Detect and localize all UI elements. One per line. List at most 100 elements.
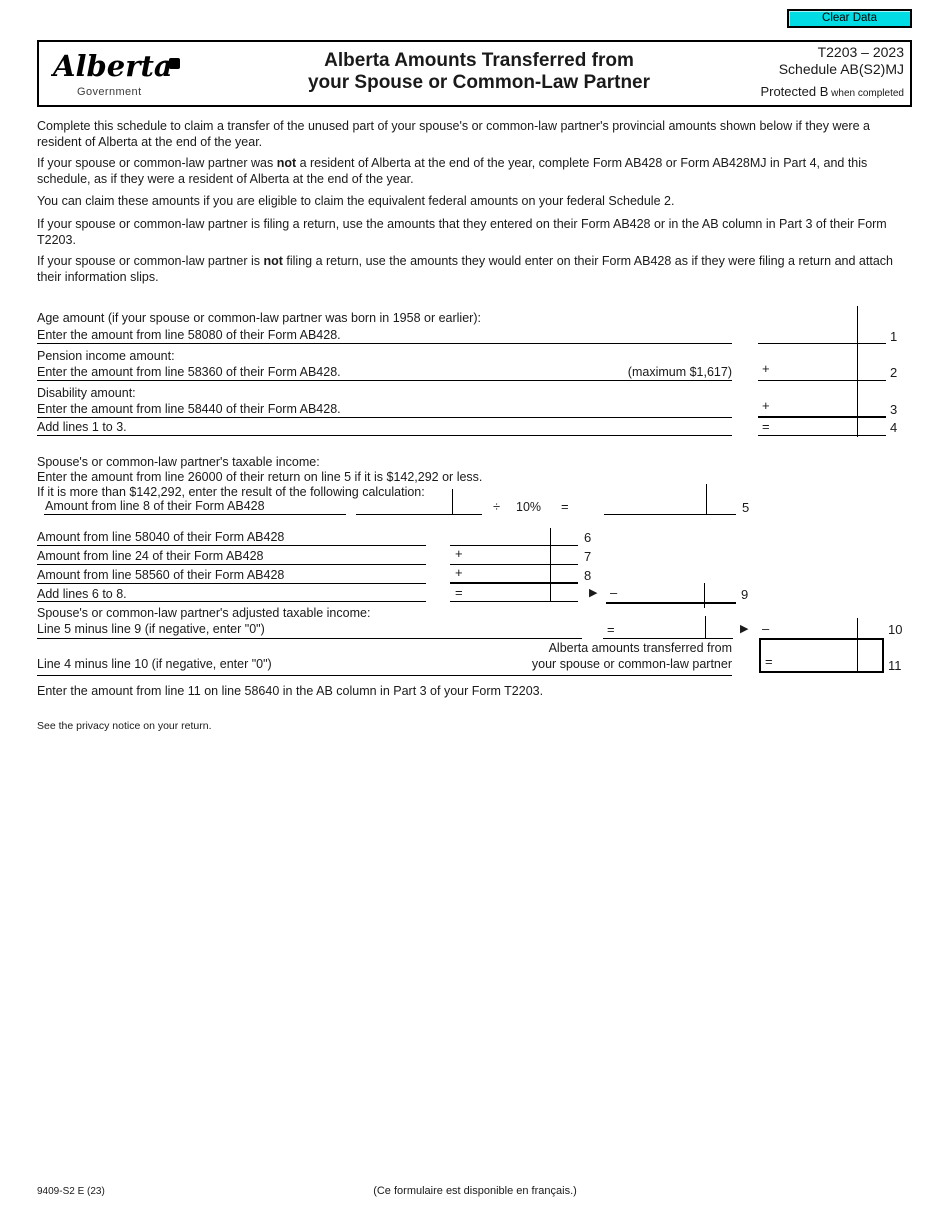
line2-title: Pension income amount: xyxy=(37,349,175,363)
line11-number: 11 xyxy=(888,658,902,673)
line2-plus-sign: + xyxy=(762,361,770,376)
line8-plus-sign: + xyxy=(455,565,463,580)
when-completed-text: when completed xyxy=(828,88,904,99)
clear-data-button[interactable]: Clear Data xyxy=(787,9,912,28)
line5-desc2: If it is more than $142,292, enter the r… xyxy=(37,485,425,499)
line11-cents-separator xyxy=(857,640,858,673)
privacy-note: See the privacy notice on your return. xyxy=(37,720,212,732)
line4-amount-rule xyxy=(758,435,886,436)
line3-amount-field[interactable] xyxy=(775,399,886,416)
line11-amount-field[interactable] xyxy=(776,642,855,671)
form-title-line1: Alberta Amounts Transferred from xyxy=(324,50,634,71)
line11-label-rule xyxy=(37,675,732,676)
line6-amount-rule xyxy=(450,545,578,546)
line10-desc: Line 5 minus line 9 (if negative, enter … xyxy=(37,622,265,636)
line9-amount-field[interactable] xyxy=(622,585,734,602)
line2-amount-field[interactable] xyxy=(775,362,886,380)
intro-p5-text: If your spouse or common-law partner is xyxy=(37,254,264,268)
line9-label: Add lines 6 to 8. xyxy=(37,587,127,601)
line10-arrow-icon: ▶ xyxy=(740,623,749,635)
line3-desc: Enter the amount from line 58440 of thei… xyxy=(37,402,341,416)
line11-result-label2: your spouse or common-law partner xyxy=(531,657,732,671)
line10-minus-sign: – xyxy=(762,621,770,636)
intro-paragraph-2: If your spouse or common-law partner was… xyxy=(37,156,915,187)
line2-maximum: (maximum $1,617) xyxy=(627,365,732,379)
line10-subtotal-rule xyxy=(603,638,733,639)
enter-line11-note: Enter the amount from line 11 on line 58… xyxy=(37,684,544,698)
line5-calc-cents-separator xyxy=(452,489,453,514)
line3-label-rule xyxy=(37,417,732,418)
protected-b-text: Protected B xyxy=(760,84,829,99)
form-title-line2: your Spouse or Common-Law Partner xyxy=(307,72,651,93)
line2-amount-rule xyxy=(758,380,886,381)
line1-title: Age amount (if your spouse or common-law… xyxy=(37,311,481,325)
line5-label: Amount from line 8 of their Form AB428 xyxy=(45,499,265,513)
line3-title: Disability amount: xyxy=(37,386,136,400)
line5-amount-rule xyxy=(604,514,736,515)
line1-amount-rule xyxy=(758,343,886,344)
line11-desc: Line 4 minus line 10 (if negative, enter… xyxy=(37,657,272,671)
alberta-logo-script: Alberta xyxy=(51,49,173,83)
alberta-logo: Alberta xyxy=(51,49,180,83)
line6-label: Amount from line 58040 of their Form AB4… xyxy=(37,530,285,544)
line7-amount-field[interactable] xyxy=(468,547,578,564)
line4-equals-sign: = xyxy=(762,419,770,434)
alberta-logo-mark xyxy=(169,58,180,69)
line10-amount-field[interactable] xyxy=(775,620,883,638)
intro-paragraph-3: You can claim these amounts if you are e… xyxy=(37,194,675,208)
line5-divide-sign: ÷ xyxy=(493,499,501,514)
line1-desc: Enter the amount from line 58080 of thei… xyxy=(37,328,341,342)
form-code: T2203 – 2023 xyxy=(817,44,904,60)
form-header: Alberta Government Alberta Amounts Trans… xyxy=(37,40,912,107)
line8-amount-field[interactable] xyxy=(468,565,578,582)
line5-number: 5 xyxy=(742,500,750,515)
line11-equals-sign: = xyxy=(765,654,773,669)
intro-paragraph-5: If your spouse or common-law partner is … xyxy=(37,254,915,285)
line9-label-rule xyxy=(37,601,426,602)
line5-cents-separator xyxy=(706,484,707,514)
line6-amount-field[interactable] xyxy=(450,528,578,545)
line7-number: 7 xyxy=(584,549,592,564)
line11-result-box xyxy=(759,638,884,673)
line5-label-rule xyxy=(44,514,346,515)
line10-cents-separator xyxy=(857,618,858,638)
line1-amount-field[interactable] xyxy=(758,325,886,343)
intro-p5-bold: not xyxy=(263,254,283,268)
line5-title: Spouse's or common-law partner's taxable… xyxy=(37,455,320,469)
form-code-block: T2203 – 2023 Schedule AB(S2)MJ xyxy=(674,44,904,78)
line5-desc1: Enter the amount from line 26000 of thei… xyxy=(37,470,483,484)
line9-number: 9 xyxy=(741,587,749,602)
line5-calc-rule xyxy=(356,514,482,515)
line10-equals-sign: = xyxy=(607,622,615,637)
line5-amount-field[interactable] xyxy=(604,496,736,514)
line3-plus-sign: + xyxy=(762,398,770,413)
line3-amount-rule xyxy=(758,416,886,418)
line9-subtotal-rule xyxy=(450,601,578,602)
line8-amount-rule xyxy=(450,582,578,584)
footer-form-number: 9409-S2 E (23) xyxy=(37,1186,105,1197)
line8-label: Amount from line 58560 of their Form AB4… xyxy=(37,568,285,582)
line9-equals-sign: = xyxy=(455,585,463,600)
line7-label-rule xyxy=(37,564,426,565)
line4-amount-field[interactable] xyxy=(775,419,886,435)
line4-title: Add lines 1 to 3. xyxy=(37,420,127,434)
line9-minus-sign: – xyxy=(610,585,618,600)
line5-equals-sign: = xyxy=(561,499,569,514)
line9-arrow-icon: ▶ xyxy=(589,587,598,599)
line6-number: 6 xyxy=(584,530,592,545)
line9-subtotal-field[interactable] xyxy=(468,585,578,601)
line1-label-rule xyxy=(37,343,732,344)
line10-subtotal-field[interactable] xyxy=(603,620,733,638)
line1-number: 1 xyxy=(890,329,898,344)
alberta-logo-subtext: Government xyxy=(77,86,142,98)
line5-calc-field[interactable] xyxy=(356,496,482,514)
protected-label: Protected B when completed xyxy=(604,84,904,99)
line4-number: 4 xyxy=(890,420,898,435)
line10-subtotal-cents-separator xyxy=(705,616,706,638)
line6-label-rule xyxy=(37,545,426,546)
line7-amount-rule xyxy=(450,564,578,565)
lines1-4-cents-separator xyxy=(857,306,858,437)
line2-desc: Enter the amount from line 58360 of thei… xyxy=(37,365,341,379)
intro-p2-text2: a resident of Alberta at the end of the … xyxy=(37,156,868,186)
